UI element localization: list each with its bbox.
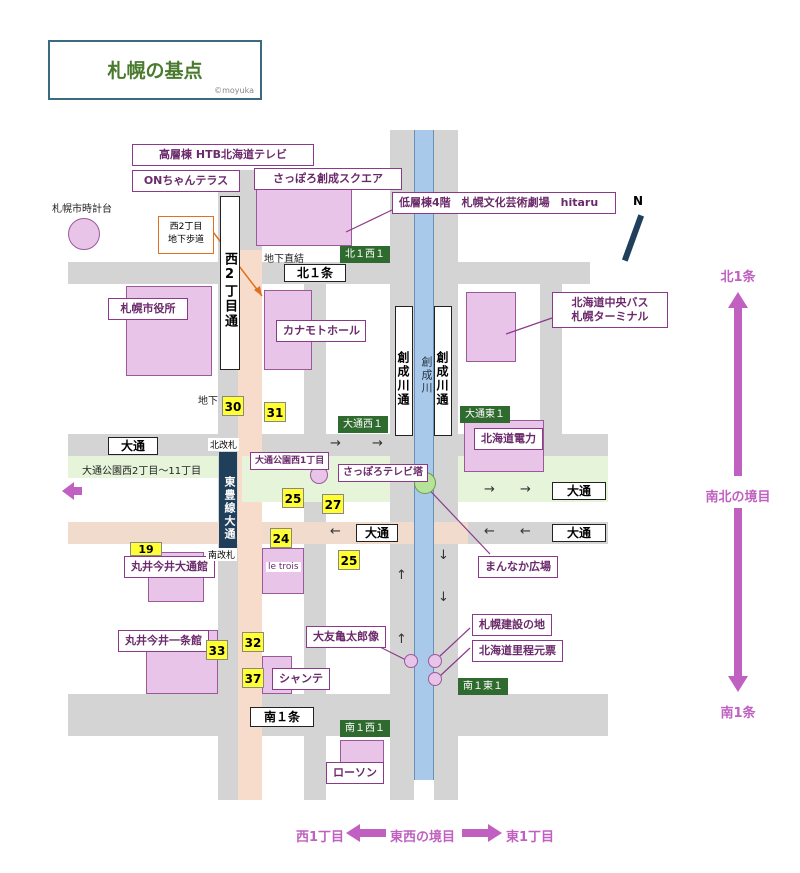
arrow-west-2: ←: [484, 524, 495, 539]
kensetsu-pin: [428, 654, 442, 668]
arrow-north-1: ↑: [396, 568, 407, 583]
odori-park-2-11-label: 大通公園西2丁目〜11丁目: [82, 466, 202, 477]
ns-arrow-shaft-bottom: [734, 508, 742, 678]
street-odori-right1: 大通: [552, 482, 606, 500]
ew-arrow-shaft-left: [358, 829, 386, 837]
arrow-east-2: →: [372, 436, 383, 451]
kensetsu-label: 札幌建設の地: [472, 614, 552, 636]
nishi2-underground-box: 西2丁目 地下歩道: [158, 216, 214, 254]
street-nishi2: 西2丁目通: [220, 196, 240, 370]
nishi2-underground-line1: 西2丁目: [169, 222, 203, 232]
street-odori-right2: 大通: [552, 524, 606, 542]
north-label: 北1条: [720, 270, 756, 285]
exit-19: 19: [130, 542, 162, 556]
le-trois-label: le trois: [266, 562, 301, 572]
on-terrace-label: ONちゃんテラス: [132, 170, 240, 192]
ew-arrow-left-icon: [346, 824, 360, 842]
exit-30: 30: [222, 396, 244, 416]
nishi2-underground-line2: 地下歩道: [167, 235, 204, 245]
arrow-east-1: →: [330, 436, 341, 451]
exit-37: 37: [242, 668, 264, 688]
exit-24: 24: [270, 528, 292, 548]
htb-label: 高層棟 HTB北海道テレビ: [132, 144, 314, 166]
street-minami1: 南１条: [250, 707, 314, 727]
arrow-south-1: ↓: [438, 548, 449, 563]
north-marker-label: N: [633, 194, 644, 208]
bus-terminal-line2: 札幌ターミナル: [571, 310, 649, 323]
exit-27: 27: [322, 494, 344, 514]
ew-arrow-right-icon: [488, 824, 502, 842]
exit-25a: 25: [282, 488, 304, 508]
street-kita1: 北１条: [284, 264, 346, 282]
ns-arrow-up-icon: [728, 292, 748, 308]
bus-terminal-line1: 北海道中央バス: [571, 296, 649, 309]
riteigenpyo-pin: [428, 672, 442, 686]
exit-32: 32: [242, 632, 264, 652]
arrow-east-3: →: [484, 482, 495, 497]
street-odori-mid: 大通: [356, 524, 398, 542]
arrow-west-3: ←: [520, 524, 531, 539]
credit-text: ©moyuka: [214, 86, 254, 95]
exit-31: 31: [264, 402, 286, 422]
sousei-river: [414, 130, 434, 780]
hepco-label: 北海道電力: [474, 428, 543, 450]
arrow-east-4: →: [520, 482, 531, 497]
east-label: 東1丁目: [506, 830, 555, 845]
lawson-label: ローソン: [326, 762, 384, 784]
otomo-label: 大友亀太郎像: [306, 626, 386, 648]
west-label: 西1丁目: [296, 830, 345, 845]
clock-tower-marker: [68, 218, 100, 250]
street-sousei-west: 創成川通: [395, 306, 413, 436]
arrow-south-2: ↓: [438, 590, 449, 605]
odori-park-west-arrow: [62, 482, 74, 500]
otomo-pin: [404, 654, 418, 668]
odori-park-west-arrow-shaft: [72, 487, 82, 495]
kanamoto-label: カナモトホール: [276, 320, 366, 342]
arrow-west-1: ←: [330, 524, 341, 539]
bus-terminal-building: [466, 292, 516, 362]
station-odori-nishi1: 大通西１: [338, 416, 388, 433]
underground-direct-label: 地下直結: [264, 254, 304, 265]
ew-boundary-label: 東西の境目: [390, 830, 456, 845]
street-sousei-east: 創成川通: [434, 306, 452, 436]
road-minami1: [68, 694, 608, 736]
exit-25b: 25: [338, 550, 360, 570]
odori-park-1-label: 大通公園西1丁目: [250, 452, 330, 470]
tv-tower-label: さっぽろテレビ塔: [338, 464, 428, 482]
ns-boundary-label: 南北の境目: [705, 490, 771, 505]
marui-odori-label: 丸井今井大通館: [124, 556, 215, 578]
map-title: 札幌の基点: [107, 60, 203, 82]
sousei-river-label: 創成川: [420, 356, 433, 395]
riteigenpyo-label: 北海道里程元票: [472, 640, 563, 662]
clock-tower-label: 札幌市時計台: [52, 204, 112, 215]
south-label: 南1条: [720, 706, 756, 721]
shante-label: シャンテ: [272, 668, 330, 690]
city-hall-label: 札幌市役所: [108, 298, 188, 320]
marui-ichijo-label: 丸井今井一条館: [118, 630, 209, 652]
map-title-box: 札幌の基点 ©moyuka: [48, 40, 262, 100]
odori-park-west: [68, 456, 218, 478]
station-minami-kaisatsu: 南改札: [206, 548, 238, 561]
road-sousei-east: [434, 130, 458, 800]
exit-33: 33: [206, 640, 228, 660]
station-kita-kaisatsu: 北改札: [208, 438, 240, 451]
station-kita1nishi1: 北１西１: [340, 246, 390, 263]
station-minami1nishi1: 南１西１: [340, 720, 390, 737]
ns-arrow-shaft-top: [734, 306, 742, 476]
street-odori-left: 大通: [108, 437, 158, 455]
underground-label: 地下: [198, 396, 218, 407]
hitaru-label: 低層棟4階 札幌文化芸術劇場 hitaru: [392, 192, 616, 214]
mannaka-label: まんなか広場: [478, 556, 558, 578]
ns-arrow-down-icon: [728, 676, 748, 692]
station-odori-higashi1: 大通東１: [460, 406, 510, 423]
sousei-square-label: さっぽろ創成スクエア: [254, 168, 402, 190]
bus-terminal-label: 北海道中央バス 札幌ターミナル: [552, 292, 668, 328]
station-minami1higashi1: 南１東１: [458, 678, 508, 695]
toho-line: 東豊線大通: [219, 452, 237, 558]
arrow-north-2: ↑: [396, 632, 407, 647]
ew-arrow-shaft-right: [462, 829, 490, 837]
